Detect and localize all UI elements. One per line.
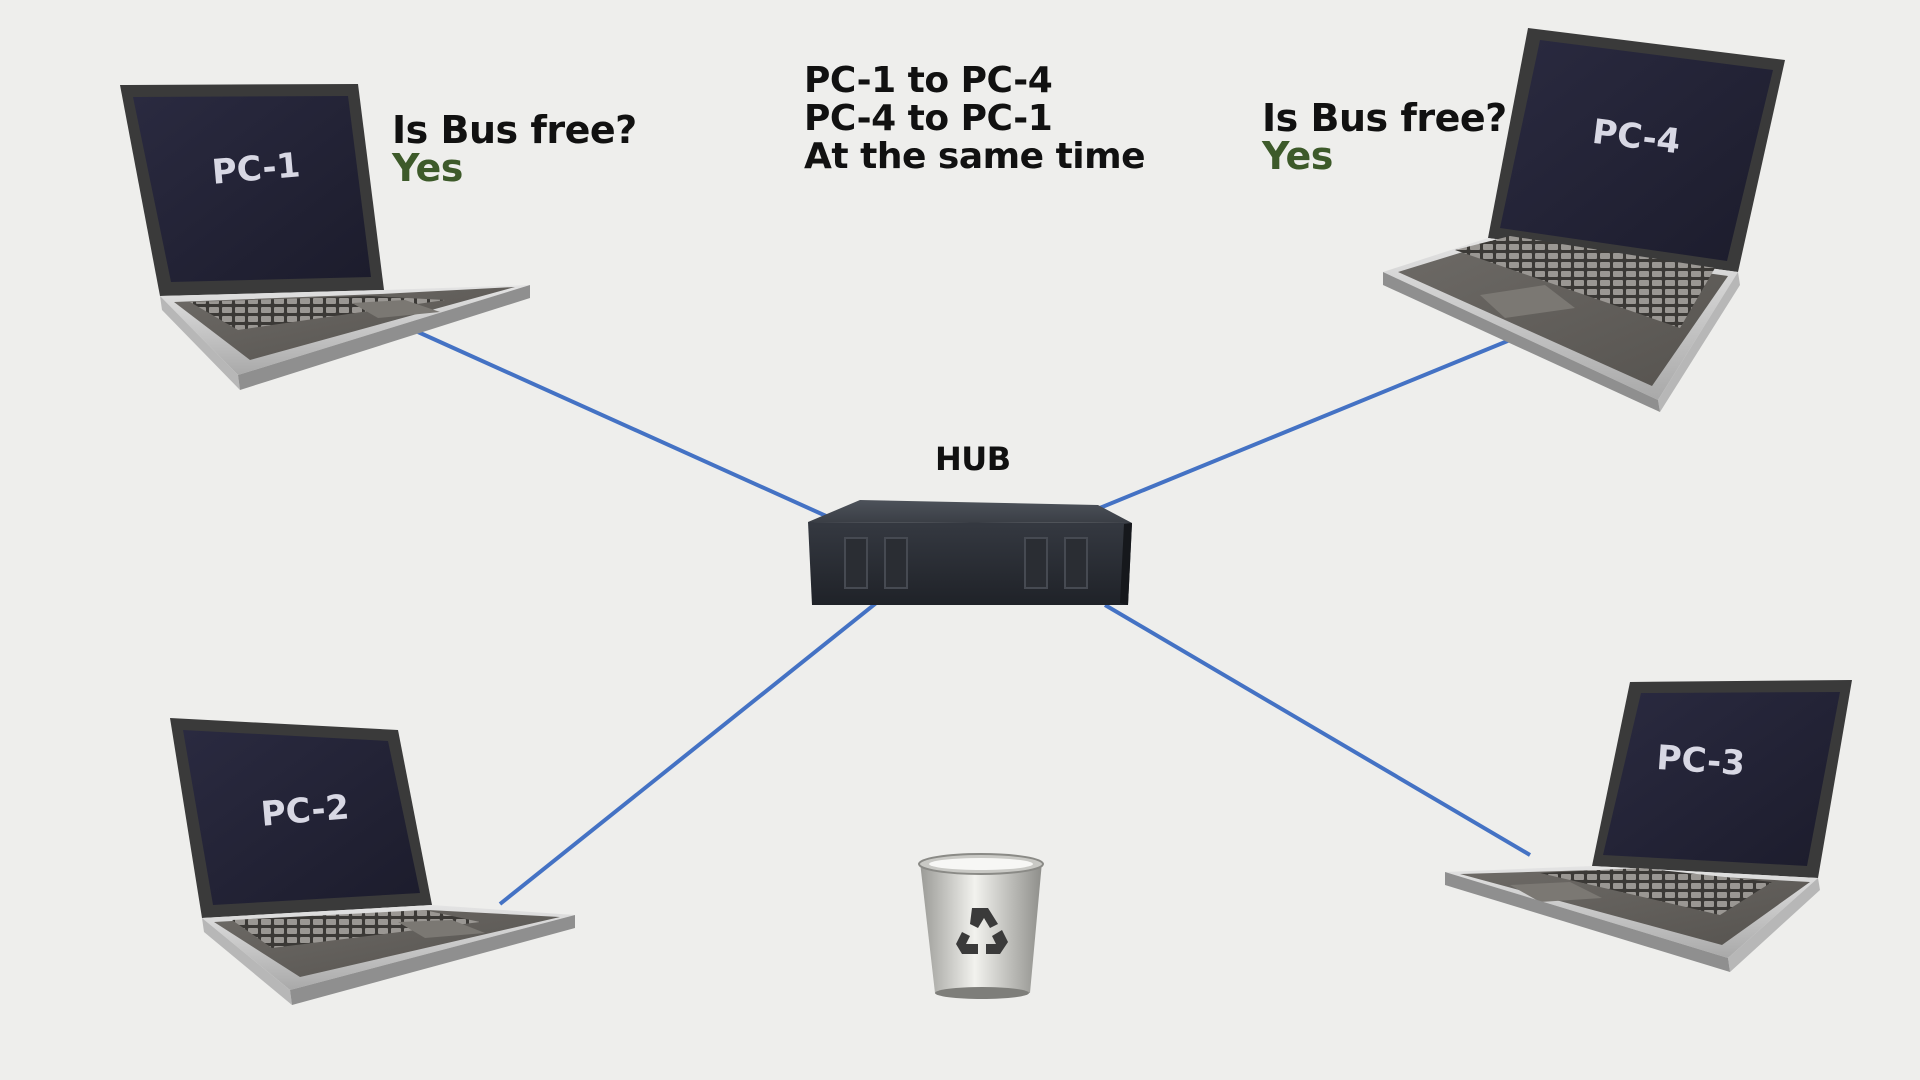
laptop-pc1[interactable]: PC-1 xyxy=(120,84,530,390)
recycle-bin-icon[interactable] xyxy=(918,853,1044,999)
hub-label: HUB xyxy=(935,440,1011,478)
cable-pc1-hub xyxy=(417,330,836,522)
pc1-screen-label: PC-1 xyxy=(210,145,302,193)
scenario-line: PC-4 to PC-1 xyxy=(804,98,1053,139)
bus-answer-right: Yes xyxy=(1262,134,1333,178)
cable-pc4-hub xyxy=(1089,338,1511,514)
cable-pc2-hub xyxy=(498,598,882,906)
scenario-line: At the same time xyxy=(804,136,1146,177)
hub-device[interactable] xyxy=(808,500,1132,605)
network-cables xyxy=(417,330,1532,906)
bus-question-left: Is Bus free? xyxy=(392,108,637,152)
laptop-pc4[interactable]: PC-4 xyxy=(1383,28,1785,412)
bus-answer-left: Yes xyxy=(392,146,463,190)
bus-question-right: Is Bus free? xyxy=(1262,96,1507,140)
laptop-pc2[interactable]: PC-2 xyxy=(170,718,575,1005)
pc2-screen-label: PC-2 xyxy=(259,787,351,835)
laptop-pc3[interactable]: PC-3 xyxy=(1445,680,1852,972)
scenario-caption: PC-1 to PC-4 PC-4 to PC-1 At the same ti… xyxy=(804,60,1146,177)
scenario-line: PC-1 to PC-4 xyxy=(804,60,1053,101)
pc3-screen-label: PC-3 xyxy=(1655,738,1746,784)
cable-pc3-hub xyxy=(1103,603,1532,857)
